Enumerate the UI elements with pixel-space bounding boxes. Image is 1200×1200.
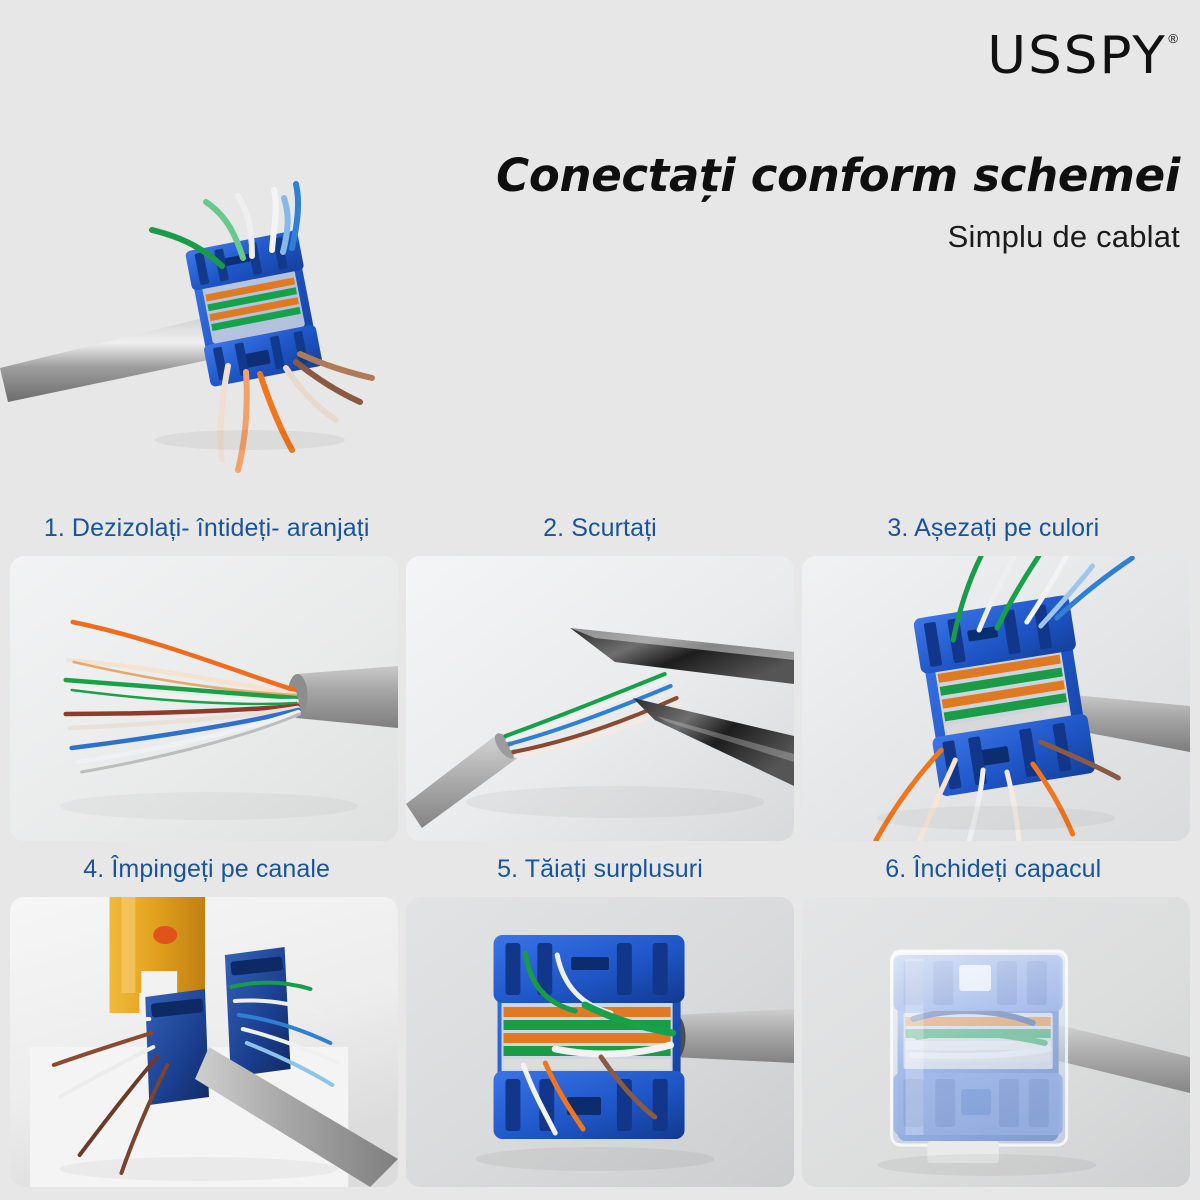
step-photo-1 bbox=[10, 556, 398, 841]
step-label-3: 3. Așezați pe culori bbox=[887, 514, 1100, 542]
step-photo-5-illustration bbox=[406, 897, 794, 1187]
step-photo-5 bbox=[406, 897, 794, 1187]
brand-logo: USSPY ® bbox=[987, 26, 1178, 86]
registered-trademark-icon: ® bbox=[1168, 31, 1178, 46]
page-title: Conectați conform schemei bbox=[496, 149, 1180, 202]
step-photo-4-illustration bbox=[10, 897, 398, 1187]
step-label-1: 1. Dezizolați- întideți- aranjați bbox=[43, 514, 370, 542]
page-subtitle: Simplu de cablat bbox=[947, 218, 1180, 254]
step-photo-4 bbox=[10, 897, 398, 1187]
step-photo-row-2 bbox=[10, 897, 1190, 1187]
step-label-6: 6. Închideți capacul bbox=[885, 855, 1102, 883]
steps-grid: 1. Dezizolați- întideți- aranjați 2. Scu… bbox=[10, 500, 1190, 1187]
hero-image-keystone-jack bbox=[0, 140, 400, 490]
header-block: Conectați conform schemei Simplu de cabl… bbox=[430, 149, 1180, 255]
step-photo-2 bbox=[406, 556, 794, 841]
step-photo-1-illustration bbox=[10, 556, 398, 841]
step-label-5: 5. Tăiați surplusuri bbox=[497, 855, 703, 883]
step-label-row-2: 4. Împingeți pe canale 5. Tăiați surplus… bbox=[10, 841, 1190, 897]
brand-wordmark: USSPY bbox=[987, 26, 1168, 86]
step-photo-2-illustration bbox=[406, 556, 794, 841]
step-label-4: 4. Împingeți pe canale bbox=[83, 855, 331, 883]
hero-illustration bbox=[0, 140, 400, 490]
step-photo-3 bbox=[802, 556, 1190, 841]
step-photo-3-illustration bbox=[802, 556, 1190, 841]
step-label-row-1: 1. Dezizolați- întideți- aranjați 2. Scu… bbox=[10, 500, 1190, 556]
step-label-2: 2. Scurtați bbox=[543, 514, 657, 542]
step-photo-row-1 bbox=[10, 556, 1190, 841]
step-photo-6 bbox=[802, 897, 1190, 1187]
step-photo-6-illustration bbox=[802, 897, 1190, 1187]
